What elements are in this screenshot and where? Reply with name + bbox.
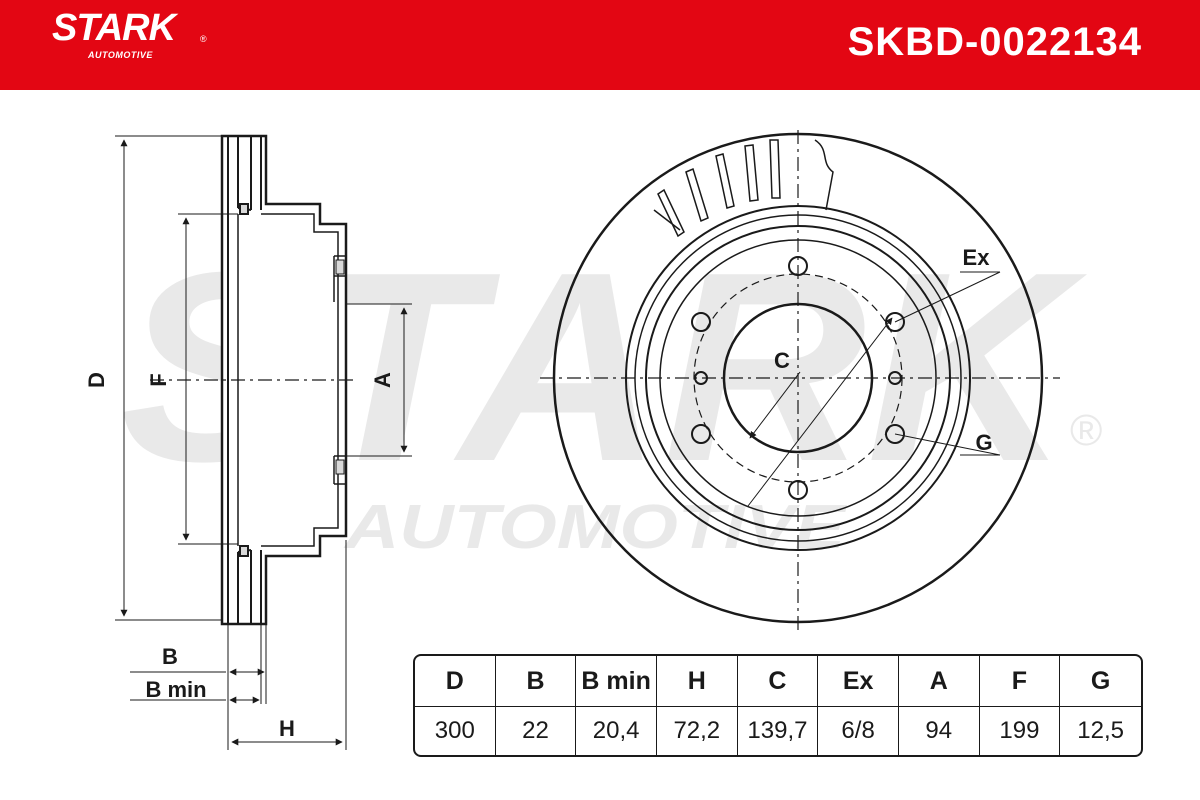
- table-header-cell: A: [898, 656, 980, 707]
- table-header-cell: B min: [576, 656, 657, 707]
- table-cell: 199: [980, 707, 1061, 755]
- table-cell: 94: [899, 707, 980, 755]
- brand-registered-mark: ®: [200, 34, 207, 44]
- table-cell: 139,7: [738, 707, 819, 755]
- label-h: H: [279, 716, 295, 741]
- vent-slots: [653, 139, 834, 238]
- table-cell: 300: [415, 707, 496, 755]
- brand-logo: STARK ® AUTOMOTIVE: [52, 7, 207, 60]
- label-f: F: [146, 373, 171, 386]
- table-header-row: D B B min H C Ex A F G: [415, 656, 1141, 707]
- label-b-min: B min: [145, 677, 206, 702]
- table-row: 300 22 20,4 72,2 139,7 6/8 94 199 12,5: [415, 707, 1141, 755]
- table-header-cell: F: [979, 656, 1061, 707]
- table-cell: 20,4: [576, 707, 657, 755]
- table-header-cell: H: [656, 656, 738, 707]
- label-a: A: [370, 372, 395, 388]
- front-view: [540, 130, 1060, 630]
- brand-subtitle: AUTOMOTIVE: [88, 50, 153, 60]
- table-header-cell: Ex: [818, 656, 899, 707]
- table-header-cell: G: [1060, 656, 1141, 707]
- label-g: G: [975, 430, 992, 455]
- table-cell: 72,2: [657, 707, 738, 755]
- label-c: C: [774, 348, 790, 373]
- label-b: B: [162, 644, 178, 669]
- table-header-cell: D: [415, 656, 496, 707]
- dimensions-table: D B B min H C Ex A F G 300 22 20,4 72,2 …: [413, 654, 1143, 757]
- label-d: D: [84, 372, 109, 388]
- table-cell: 12,5: [1077, 717, 1124, 744]
- side-section-view: [150, 134, 358, 626]
- side-dimensions: [115, 135, 412, 750]
- watermark-registered: ®: [1070, 406, 1102, 455]
- part-number: SKBD-0022134: [847, 20, 1142, 64]
- table-cell: 6/8: [818, 707, 899, 755]
- header-bar: STARK ® AUTOMOTIVE SKBD-0022134: [0, 0, 1200, 90]
- label-ex: Ex: [963, 245, 991, 270]
- side-dimension-labels: D F A B B min H: [84, 372, 395, 741]
- watermark-sub: AUTOMOTIVE: [343, 493, 847, 562]
- table-cell: 22: [496, 707, 577, 755]
- table-header-cell: B: [495, 656, 577, 707]
- front-view-labels: C Ex G: [774, 245, 993, 455]
- table-header-cell: C: [737, 656, 819, 707]
- brand-name: STARK: [52, 7, 176, 49]
